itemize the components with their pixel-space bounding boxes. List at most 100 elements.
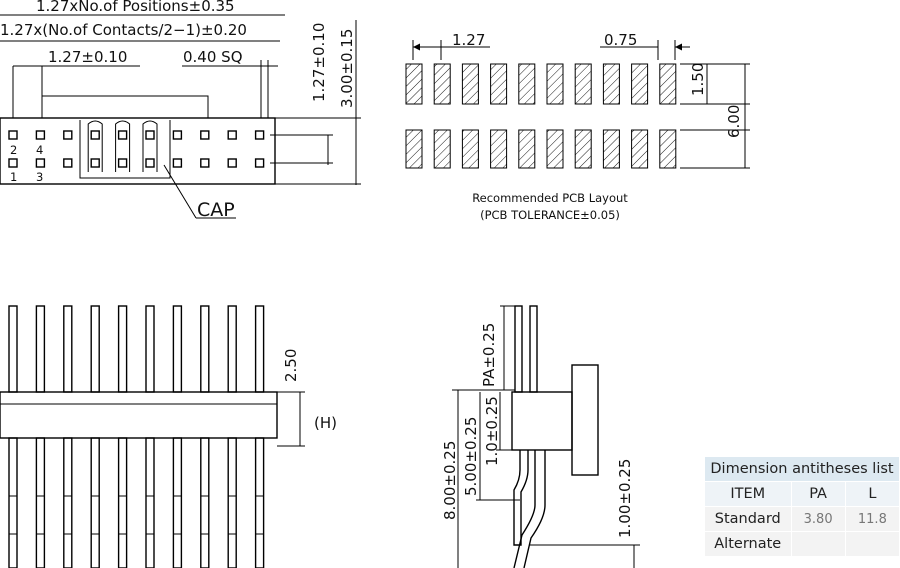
front-pin-lower bbox=[200, 437, 210, 568]
pcb-dim-pitch: 1.27 bbox=[452, 31, 485, 49]
table-row: Standard 3.80 11.8 bbox=[704, 506, 900, 532]
pcb-pad bbox=[433, 129, 451, 169]
dim-row-pitch: 1.27±0.10 bbox=[310, 23, 328, 102]
front-pin-lower bbox=[35, 437, 46, 568]
pcb-caption-line2: (PCB TOLERANCE±0.05) bbox=[480, 208, 620, 222]
cap-slot bbox=[115, 120, 131, 172]
dimension-table: Dimension antitheses list ITEM PA L Stan… bbox=[704, 456, 900, 557]
front-pin-lower bbox=[172, 437, 183, 568]
table-cell-l: 11.8 bbox=[844, 506, 900, 532]
front-pin-upper bbox=[227, 305, 237, 393]
pin-label-2: 2 bbox=[10, 143, 17, 157]
pin-label-3: 3 bbox=[36, 170, 43, 184]
pcb-pad bbox=[518, 129, 536, 169]
pcb-pad bbox=[574, 63, 592, 105]
table-cell-pa: 3.80 bbox=[790, 506, 846, 532]
pin-square bbox=[200, 158, 210, 168]
front-pin-lower bbox=[90, 437, 100, 568]
pcb-pad bbox=[490, 63, 508, 105]
pcb-pad bbox=[659, 63, 677, 105]
front-dim-height: 2.50 bbox=[282, 349, 300, 382]
pin-square bbox=[90, 130, 100, 140]
dim-square: 0.40 SQ bbox=[183, 48, 243, 66]
pcb-pad bbox=[602, 129, 620, 169]
table-header-item: ITEM bbox=[704, 481, 792, 507]
front-pin-upper bbox=[90, 305, 100, 393]
pin-square bbox=[63, 158, 73, 168]
pin-label-4: 4 bbox=[36, 143, 43, 157]
pcb-pad bbox=[602, 63, 620, 105]
pin-square bbox=[8, 158, 18, 168]
pin-square bbox=[145, 158, 155, 168]
front-pin-lower bbox=[117, 437, 128, 568]
front-pin-upper bbox=[145, 305, 155, 393]
pin-square bbox=[35, 130, 46, 140]
front-pin-upper bbox=[8, 305, 18, 393]
pin-label-1: 1 bbox=[10, 170, 17, 184]
pin-square bbox=[117, 130, 128, 140]
pcb-dim-pad-width: 0.75 bbox=[604, 31, 637, 49]
pcb-pad bbox=[405, 63, 423, 105]
cap-slot bbox=[87, 120, 103, 172]
pcb-pad bbox=[546, 63, 564, 105]
pcb-layout: 1.27 0.75 1.50 6.00 Recommended PCB Layo… bbox=[405, 31, 750, 222]
pin-square bbox=[90, 158, 100, 168]
side-view: PA±0.25 8.00±0.25 5.00±0.25 1.0±0.25 1.0… bbox=[441, 305, 640, 568]
pcb-pad bbox=[546, 129, 564, 169]
front-pin-lower bbox=[63, 437, 73, 568]
cap-label: CAP bbox=[197, 199, 235, 221]
pcb-pad bbox=[574, 129, 592, 169]
dim-contacts: 1.27x(No.of Contacts/2−1)±0.20 bbox=[0, 21, 247, 39]
table-title: Dimension antitheses list bbox=[704, 456, 900, 482]
table-cell-item: Alternate bbox=[704, 531, 792, 557]
pin-square bbox=[145, 130, 155, 140]
table-header-l: L bbox=[844, 481, 900, 507]
front-pin-lower bbox=[8, 437, 18, 568]
front-pin-upper bbox=[35, 305, 46, 393]
side-dim-1a: 1.0±0.25 bbox=[483, 396, 501, 466]
pcb-pad bbox=[631, 129, 649, 169]
front-pin-upper bbox=[117, 305, 128, 393]
dim-positions: 1.27xNo.of Positions±0.35 bbox=[36, 0, 235, 15]
table-cell-l bbox=[844, 531, 900, 557]
table-cell-pa bbox=[790, 531, 846, 557]
pcb-pad bbox=[631, 63, 649, 105]
front-pin-lower bbox=[145, 437, 155, 568]
side-dim-pa: PA±0.25 bbox=[480, 323, 498, 387]
pin-square bbox=[35, 158, 46, 168]
side-dim-total: 8.00±0.25 bbox=[441, 441, 459, 520]
table-header-pa: PA bbox=[790, 481, 846, 507]
pin-square bbox=[8, 130, 18, 140]
dim-pitch: 1.27±0.10 bbox=[48, 48, 127, 66]
pcb-pad bbox=[461, 63, 479, 105]
pcb-pad bbox=[405, 129, 423, 169]
pcb-pad bbox=[518, 63, 536, 105]
pin-square bbox=[254, 130, 265, 140]
table-cell-item: Standard bbox=[704, 506, 792, 532]
pin-square bbox=[172, 158, 183, 168]
side-dim-1b: 1.00±0.25 bbox=[616, 459, 634, 538]
front-pin-lower bbox=[227, 437, 237, 568]
pcb-dim-span: 6.00 bbox=[725, 105, 743, 138]
pcb-pad bbox=[659, 129, 677, 169]
front-pin-upper bbox=[63, 305, 73, 393]
pin-square bbox=[254, 158, 265, 168]
dim-width: 3.00±0.15 bbox=[338, 29, 356, 108]
front-pin-upper bbox=[254, 305, 265, 393]
pcb-pad bbox=[461, 129, 479, 169]
front-view: 2.50 (H) bbox=[0, 305, 337, 568]
pcb-pad bbox=[490, 129, 508, 169]
cap-slot bbox=[142, 120, 158, 172]
pin-square bbox=[172, 130, 183, 140]
front-pin-lower bbox=[254, 437, 265, 568]
front-pin-upper bbox=[200, 305, 210, 393]
front-pin-upper bbox=[172, 305, 183, 393]
pcb-dim-pad-length: 1.50 bbox=[689, 63, 707, 96]
side-dim-5: 5.00±0.25 bbox=[462, 417, 480, 496]
pin-square bbox=[200, 130, 210, 140]
pcb-caption-line1: Recommended PCB Layout bbox=[472, 191, 628, 205]
pin-square bbox=[227, 158, 237, 168]
pin-square bbox=[63, 130, 73, 140]
pcb-pad bbox=[433, 63, 451, 105]
